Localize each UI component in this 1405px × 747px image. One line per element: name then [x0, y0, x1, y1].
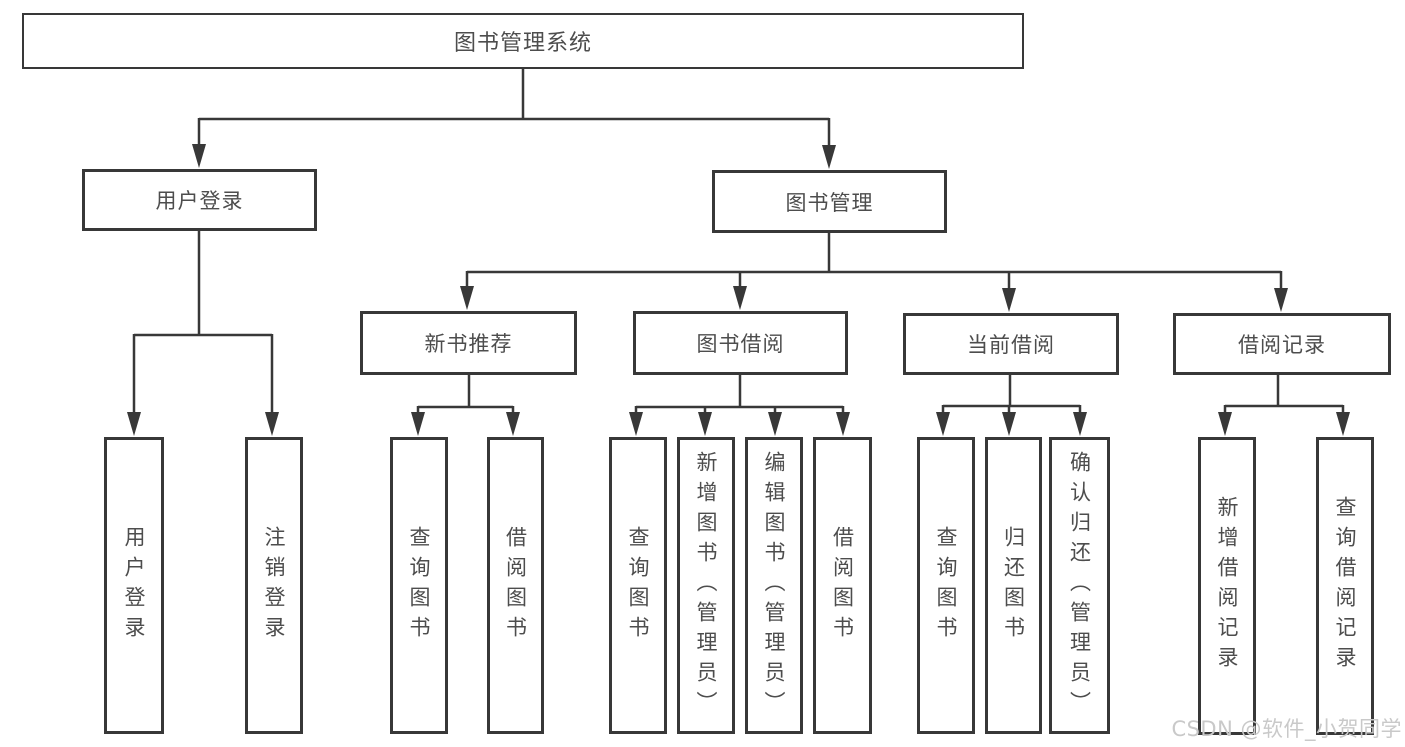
- leaf-logout: 注销登录: [245, 437, 303, 734]
- leaf-query-books-2: 查询图书: [609, 437, 667, 734]
- watermark: CSDN @软件_小贺同学: [1171, 717, 1402, 741]
- leaf-query-borrow-record: 查询借阅记录: [1316, 437, 1374, 735]
- node-current-borrowing: 当前借阅: [903, 313, 1119, 375]
- leaf-query-books-3: 查询图书: [917, 437, 975, 734]
- node-user-login: 用户登录: [82, 169, 317, 231]
- node-borrowing-records: 借阅记录: [1173, 313, 1391, 375]
- node-root-system: 图书管理系统: [22, 13, 1024, 69]
- connector-segments: [132, 68, 1345, 414]
- node-book-management: 图书管理: [712, 170, 947, 233]
- node-new-book-recommend: 新书推荐: [360, 311, 577, 375]
- leaf-borrow-books-1: 借阅图书: [487, 437, 544, 734]
- leaf-confirm-return-admin: 确认归还（管理员）: [1049, 437, 1110, 734]
- leaf-user-login: 用户登录: [104, 437, 164, 734]
- leaf-return-books: 归还图书: [985, 437, 1042, 734]
- leaf-borrow-books-2: 借阅图书: [813, 437, 872, 734]
- leaf-edit-books-admin: 编辑图书（管理员）: [745, 437, 803, 734]
- leaf-query-books-1: 查询图书: [390, 437, 448, 734]
- node-book-borrowing: 图书借阅: [633, 311, 848, 375]
- arrowheads: [127, 144, 1350, 436]
- leaf-add-borrow-record: 新增借阅记录: [1198, 437, 1256, 735]
- leaf-add-books-admin: 新增图书（管理员）: [677, 437, 735, 734]
